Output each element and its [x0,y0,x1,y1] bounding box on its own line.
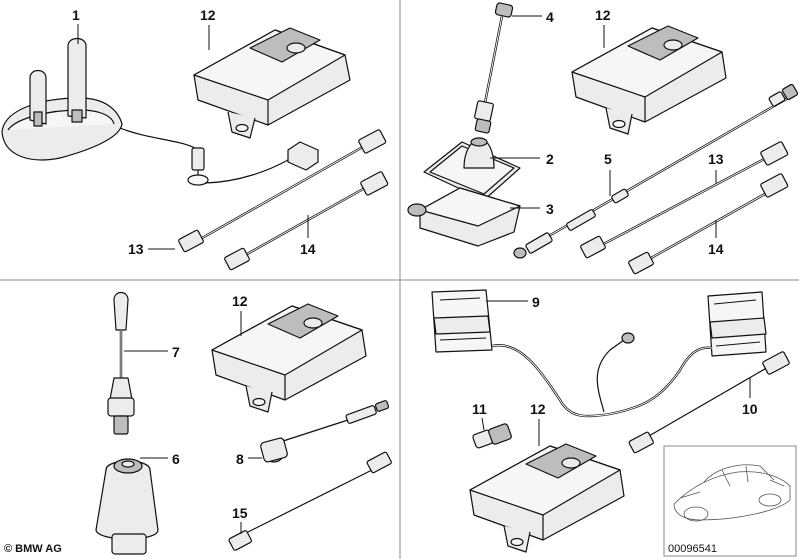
part-4-rod-antenna [474,2,514,134]
vehicle-thumbnail [663,445,797,557]
callout-7: 7 [124,344,180,360]
svg-text:1: 1 [72,7,80,23]
svg-text:2: 2 [546,151,554,167]
callout-12-q1: 12 [200,7,216,50]
part-2-antenna-base [423,137,521,201]
part-12-module-q1 [193,27,351,139]
part-13-cable-q2 [580,141,789,259]
svg-text:9: 9 [532,294,540,310]
svg-text:12: 12 [200,7,216,23]
svg-text:8: 8 [236,451,244,467]
part-6-antenna-base [95,458,159,555]
part-10-cable [628,351,790,454]
part-5-cable [513,83,799,259]
svg-text:12: 12 [530,401,546,417]
callout-13-q2: 13 [708,151,724,184]
callout-12-q4: 12 [530,401,546,446]
svg-text:12: 12 [232,293,248,309]
part-13-cable-q1 [178,129,387,253]
part-9-antenna-film-right [707,291,767,357]
part-15-cable [228,451,392,551]
callout-12-q2: 12 [595,7,611,48]
svg-text:14: 14 [708,241,724,257]
callout-2: 2 [490,151,554,167]
part-12-module-q4 [469,443,625,553]
part-7-short-antenna [107,291,135,435]
copyright-text: © BMW AG [4,543,62,555]
svg-text:3: 3 [546,201,554,217]
svg-text:6: 6 [172,451,180,467]
svg-text:13: 13 [708,151,724,167]
callout-3: 3 [510,201,554,217]
part-8-cable [260,400,390,463]
svg-text:7: 7 [172,344,180,360]
svg-text:12: 12 [595,7,611,23]
part-1-cable [119,127,319,186]
svg-text:11: 11 [472,401,487,417]
callout-10: 10 [742,378,758,417]
part-1-roof-antenna [1,37,123,161]
diagram-number: 00096541 [668,543,717,555]
part-11-connector [472,423,512,449]
svg-text:4: 4 [546,9,554,25]
svg-text:5: 5 [604,151,612,167]
svg-text:10: 10 [742,401,758,417]
callout-14-q2: 14 [708,220,724,257]
callout-9: 9 [486,294,540,310]
svg-text:13: 13 [128,241,144,257]
part-14-cable-q2 [628,173,789,275]
svg-text:15: 15 [232,505,248,521]
callout-4: 4 [512,9,554,25]
callout-6: 6 [140,451,180,467]
callout-11: 11 [472,401,487,431]
callout-14-q1: 14 [300,215,316,257]
callout-12-q3: 12 [232,293,248,336]
svg-text:14: 14 [300,241,316,257]
part-3-antenna-pad [407,187,521,247]
callout-8: 8 [236,451,262,467]
callout-5: 5 [604,151,612,196]
part-9-wiring-harness [491,332,713,418]
callout-15: 15 [232,505,248,534]
part-12-module-q2 [571,25,727,135]
part-9-antenna-film-left [431,289,493,353]
part-14-cable-q1 [224,171,389,271]
part-12-module-q3 [211,303,367,413]
callout-1: 1 [72,7,80,44]
callout-13-q1: 13 [128,241,175,257]
